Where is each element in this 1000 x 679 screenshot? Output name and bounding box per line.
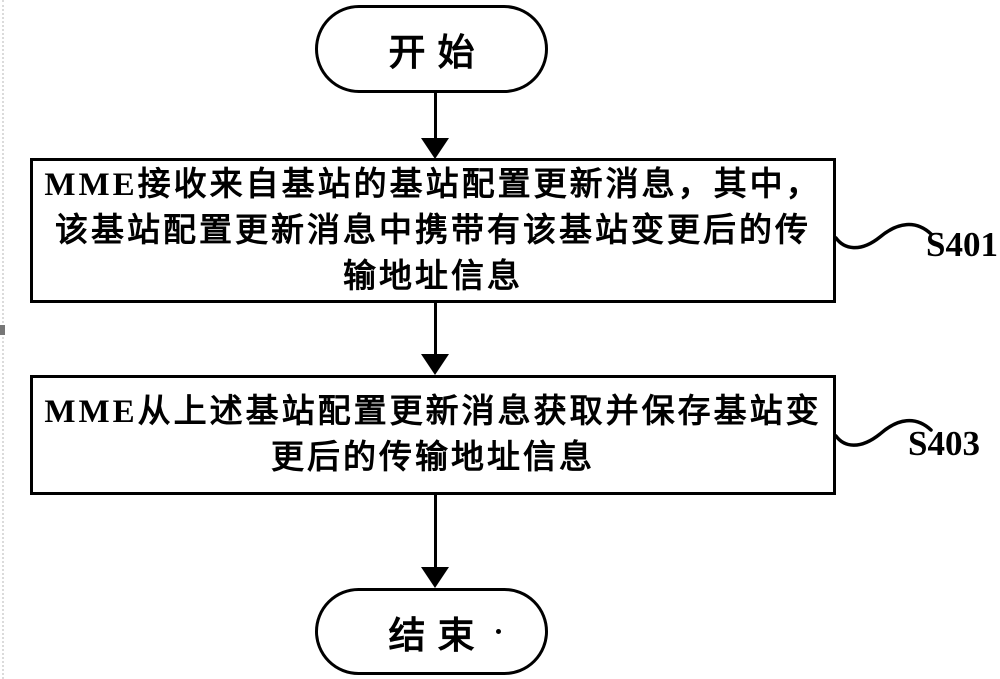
step-label-s401: S401: [926, 225, 998, 264]
start-label: 开始: [388, 33, 487, 74]
scan-speck: [0, 325, 5, 335]
end-label: 结束: [388, 615, 487, 657]
arrowhead-down-icon: [421, 138, 449, 159]
arrow-line-step1-to-step2: [434, 302, 437, 356]
process-box-s403: MME从上述基站配置更新消息获取并保存基站变 更后的传输地址信息: [30, 375, 836, 495]
scan-artifact-left-edge: [2, 0, 4, 679]
process-text-line: 该基站配置更新消息中携带有该基站变更后的传: [55, 212, 811, 249]
process-text-line: MME接收来自基站的基站配置更新消息，其中，: [44, 166, 822, 203]
process-text-line: 输地址信息: [343, 258, 523, 295]
step-label-s403: S403: [908, 424, 980, 463]
process-text-line: MME从上述基站配置更新消息获取并保存基站变: [44, 394, 822, 430]
process-box-s401: MME接收来自基站的基站配置更新消息，其中， 该基站配置更新消息中携带有该基站变…: [30, 158, 836, 303]
arrowhead-down-icon: [421, 354, 449, 375]
end-terminator: 结束: [315, 588, 548, 675]
process-text-line: 更后的传输地址信息: [271, 440, 595, 476]
start-terminator: 开始: [315, 5, 548, 93]
arrowhead-down-icon: [421, 567, 449, 588]
arrow-line-start-to-step1: [434, 92, 437, 140]
arrow-line-step2-to-end: [434, 494, 437, 569]
stray-dot: [496, 629, 501, 634]
squiggle-connector-s401: [834, 222, 933, 250]
squiggle-connector-s403: [834, 419, 933, 447]
